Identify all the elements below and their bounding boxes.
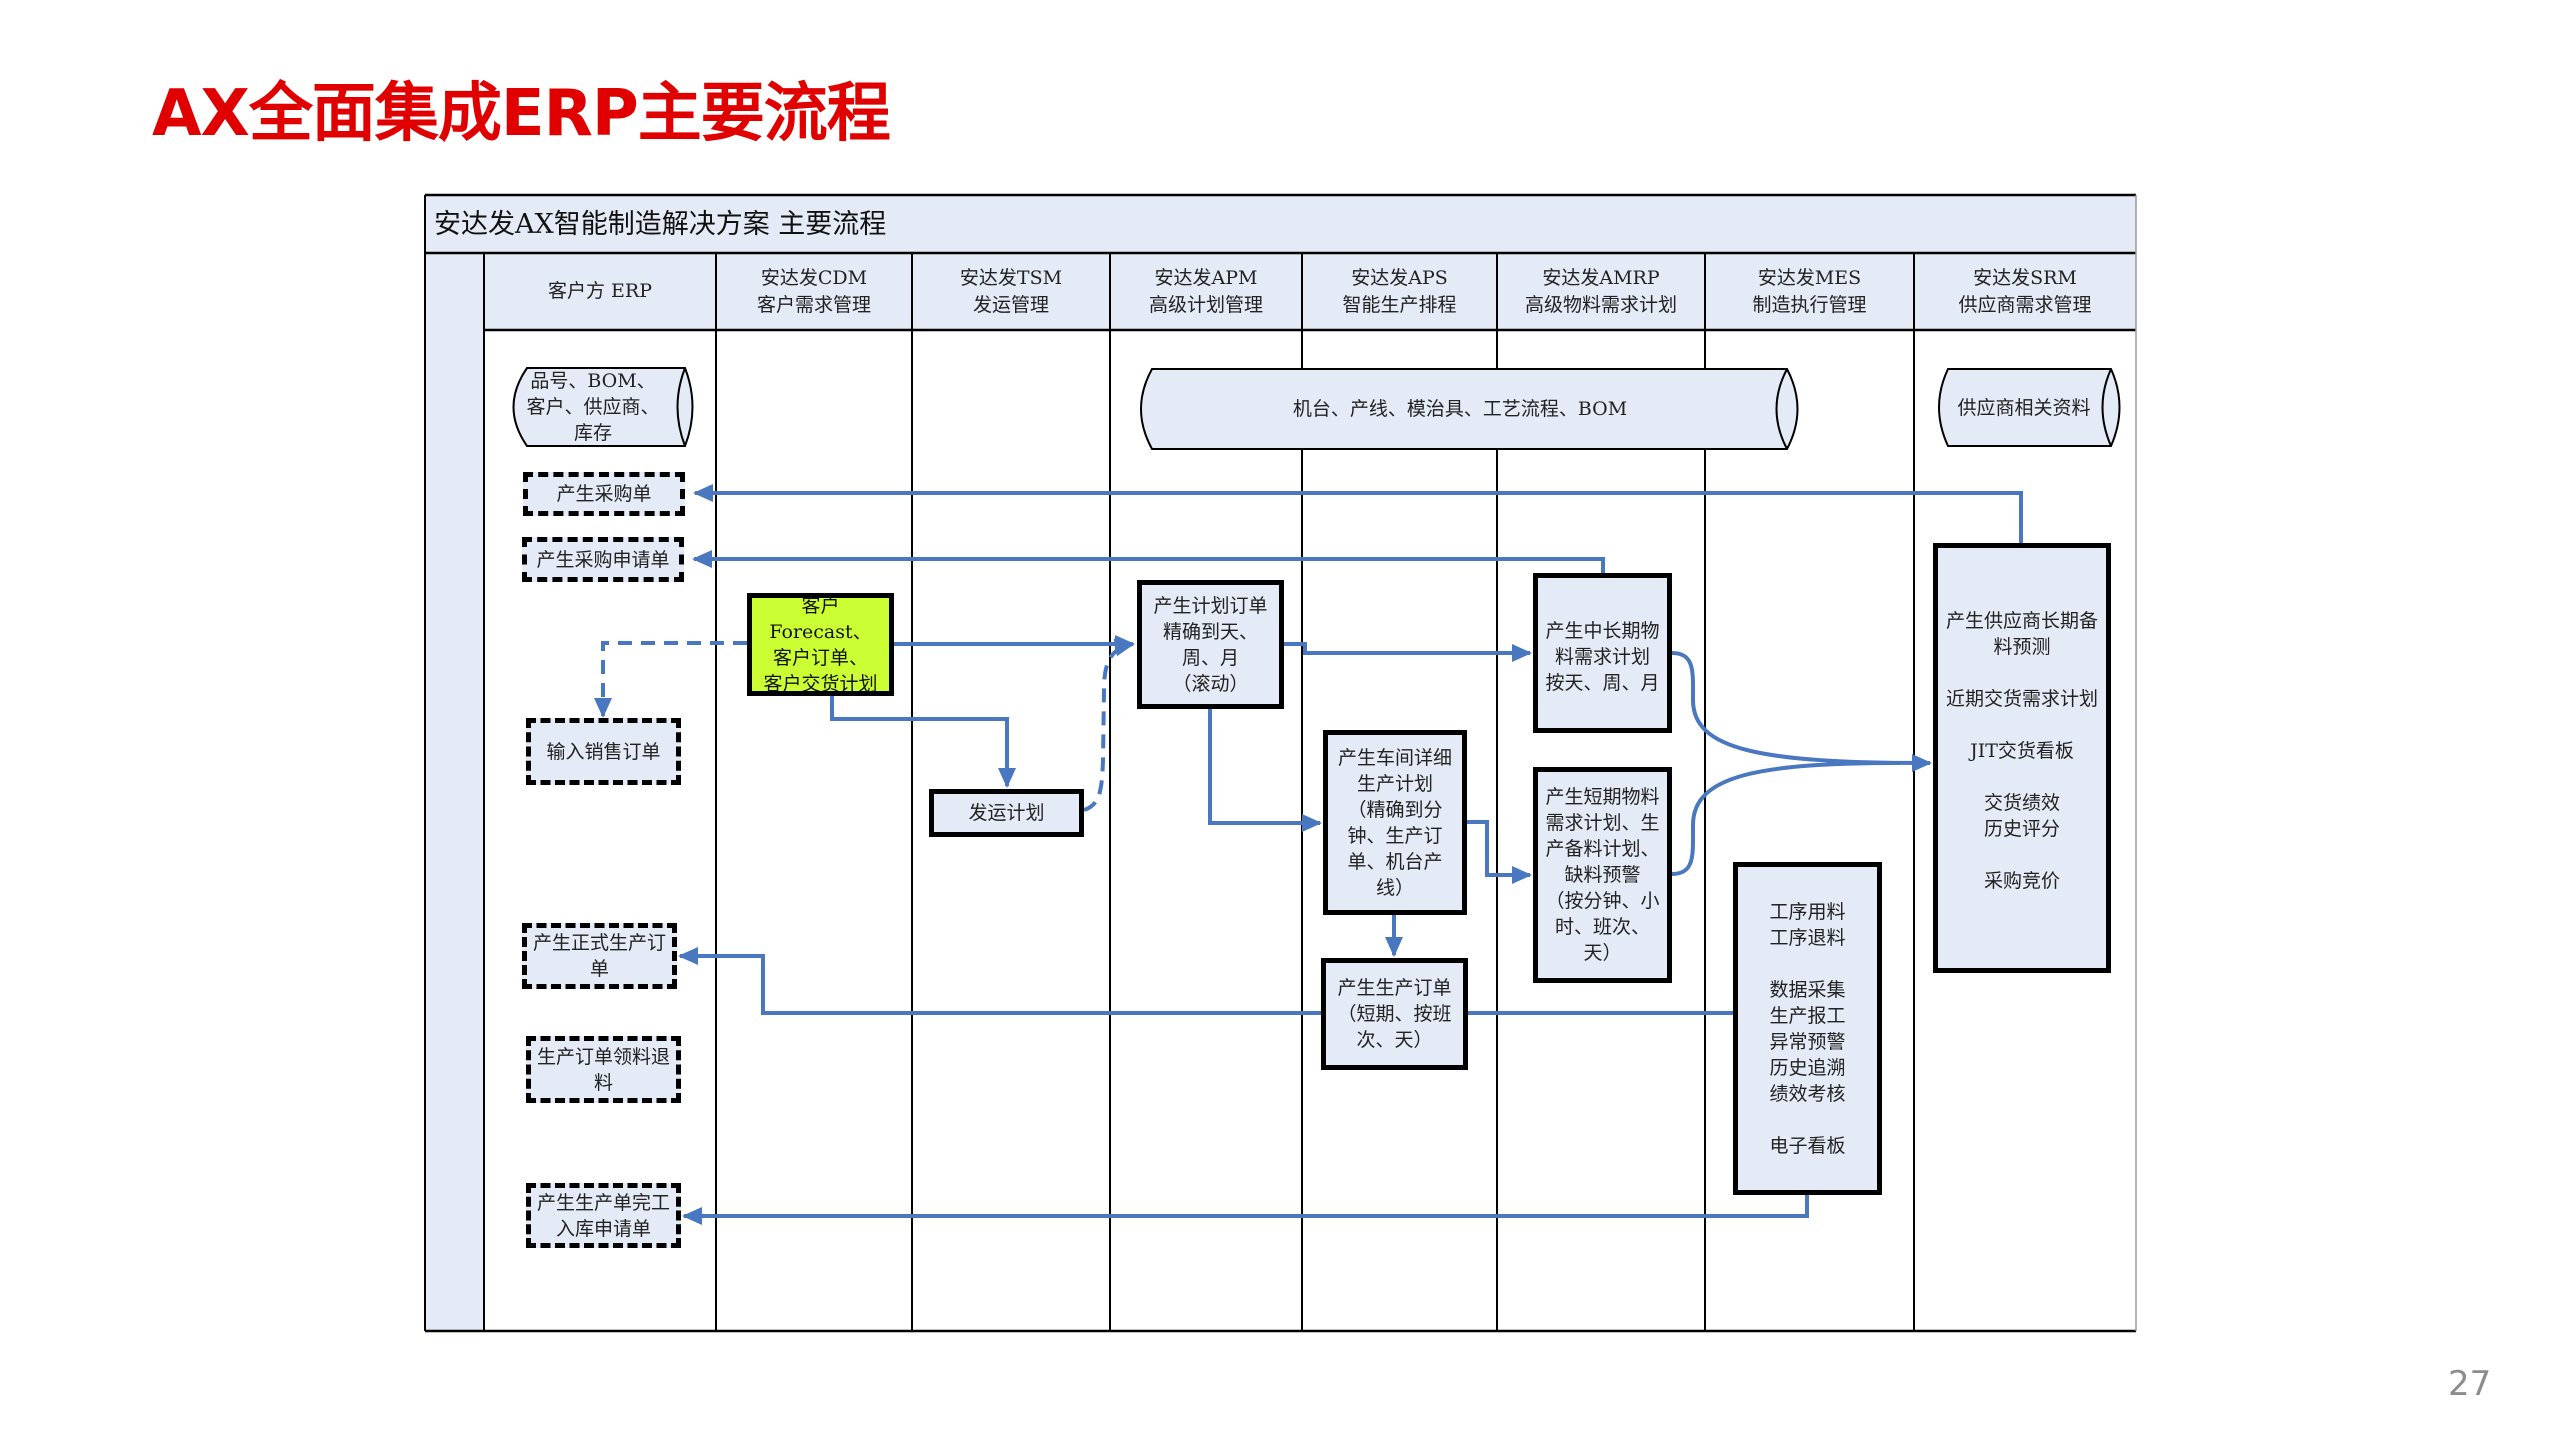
lane-name: 安达发SRM	[1973, 266, 2077, 289]
srm-purchase-bidding: 采购竞价	[1983, 870, 2060, 892]
connector-workshop-to-short-mrp	[1467, 820, 1532, 884]
node-shipping-plan[interactable]: 发运计划	[929, 789, 1084, 837]
node-completion-receipt-request[interactable]: 产生生产单完工 入库申请单	[526, 1183, 681, 1248]
connector-srm-to-purchase-order	[693, 484, 2023, 543]
lane-name: 安达发APS	[1351, 266, 1448, 289]
srm-delivery-plan: 近期交货需求计划	[1945, 688, 2098, 710]
page-number: 27	[2448, 1364, 2492, 1404]
node-purchase-request[interactable]: 产生采购申请单	[522, 537, 684, 582]
connector-demand-to-sales-order	[594, 641, 747, 718]
srm-delivery-performance: 交货绩效 历史评分	[1983, 792, 2060, 840]
lane-header-cdm: 安达发CDM 客户需求管理	[716, 253, 912, 330]
connector-planned-order-to-workshop-schedule	[1208, 709, 1322, 832]
lane-header-erp: 客户方 ERP	[484, 253, 716, 330]
erp-master-data-store	[512, 367, 694, 447]
lane-subtitle: 供应商需求管理	[1958, 293, 2092, 316]
lane-subtitle: 制造执行管理	[1752, 293, 1867, 316]
connector-demand-to-shipping-plan	[830, 696, 1016, 788]
lane-header-tsm: 安达发TSM 发运管理	[912, 253, 1110, 330]
srm-jit-board: JIT交货看板	[1970, 740, 2074, 762]
node-mes-functions[interactable]: 工序用料 工序退料 数据采集 生产报工 异常预警 历史追溯 绩效考核 电子看板	[1733, 862, 1882, 1195]
lane-header-srm: 安达发SRM 供应商需求管理	[1914, 253, 2136, 330]
erp-master-data-label: 品号、BOM、 客户、供应商、 库存	[526, 370, 660, 444]
diagram-title-band	[425, 195, 2136, 253]
manufacturing-master-data-label: 机台、产线、模治具、工艺流程、BOM	[1292, 398, 1628, 420]
lane-name: 客户方 ERP	[548, 280, 652, 302]
connector-mes-to-formal-production-order	[678, 947, 1733, 1015]
diagram-grid	[424, 193, 2137, 1333]
node-input-sales-order[interactable]: 输入销售订单	[526, 718, 681, 785]
lane-subtitle: 高级物料需求计划	[1524, 293, 1677, 316]
node-long-term-mrp[interactable]: 产生中长期物 料需求计划 按天、周、月	[1533, 573, 1672, 733]
node-production-material-return[interactable]: 生产订单领料退 料	[526, 1036, 681, 1103]
node-planned-order[interactable]: 产生计划订单 精确到天、 周、月 （滚动）	[1137, 580, 1284, 709]
lane-subtitle: 发运管理	[972, 293, 1049, 316]
node-production-order[interactable]: 产生生产订单 （短期、按班 次、天）	[1321, 958, 1468, 1070]
node-formal-production-order[interactable]: 产生正式生产订 单	[522, 923, 677, 989]
lane-header-apm: 安达发APM 高级计划管理	[1110, 253, 1302, 330]
lane-subtitle: 智能生产排程	[1342, 293, 1457, 316]
lane-header-band	[425, 253, 2136, 330]
lane-header-amrp: 安达发AMRP 高级物料需求计划	[1497, 253, 1705, 330]
node-srm-functions[interactable]: 产生供应商长期备 料预测 近期交货需求计划 JIT交货看板 交货绩效 历史评分 …	[1933, 543, 2111, 973]
lane-subtitle: 客户需求管理	[756, 293, 871, 316]
slide-title: AX全面集成ERP主要流程	[152, 77, 891, 151]
lane-name: 安达发APM	[1154, 266, 1258, 289]
lane-name: 安达发AMRP	[1542, 266, 1660, 289]
lane-header-mes: 安达发MES 制造执行管理	[1705, 253, 1914, 330]
diagram-title: 安达发AX智能制造解决方案 主要流程	[434, 209, 887, 240]
supplier-data-store	[1938, 368, 2121, 447]
connector-planned-order-to-long-mrp	[1284, 642, 1532, 662]
node-purchase-order[interactable]: 产生采购单	[523, 472, 685, 516]
supplier-data-label: 供应商相关资料	[1957, 396, 2091, 419]
lane-subtitle: 高级计划管理	[1148, 293, 1263, 316]
node-workshop-schedule[interactable]: 产生车间详细 生产计划 （精确到分 钟、生产订 单、机台产 线）	[1323, 730, 1467, 915]
connector-shipping-to-planned-order	[1083, 638, 1135, 812]
lane-header-aps: 安达发APS 智能生产排程	[1302, 253, 1497, 330]
srm-forecast: 产生供应商长期备 料预测	[1945, 610, 2098, 658]
connector-long-mrp-to-srm	[1671, 651, 1932, 772]
node-customer-demand[interactable]: 客户Forecast、 客户订单、 客户交货计划	[747, 593, 894, 696]
lane-name: 安达发TSM	[959, 266, 1063, 289]
lane-name: 安达发MES	[1757, 266, 1862, 289]
lane-name: 安达发CDM	[760, 266, 868, 289]
connector-short-mrp-to-srm	[1671, 761, 1901, 876]
node-short-term-mrp[interactable]: 产生短期物料 需求计划、生 产备料计划、 缺料预警 （按分钟、小 时、班次、 天…	[1533, 767, 1672, 983]
manufacturing-master-data-store	[1140, 368, 1799, 450]
left-label-column	[425, 330, 484, 1331]
connector-amrp-to-purchase-request	[692, 550, 1605, 574]
connector-mes-to-completion-receipt	[682, 1195, 1809, 1225]
